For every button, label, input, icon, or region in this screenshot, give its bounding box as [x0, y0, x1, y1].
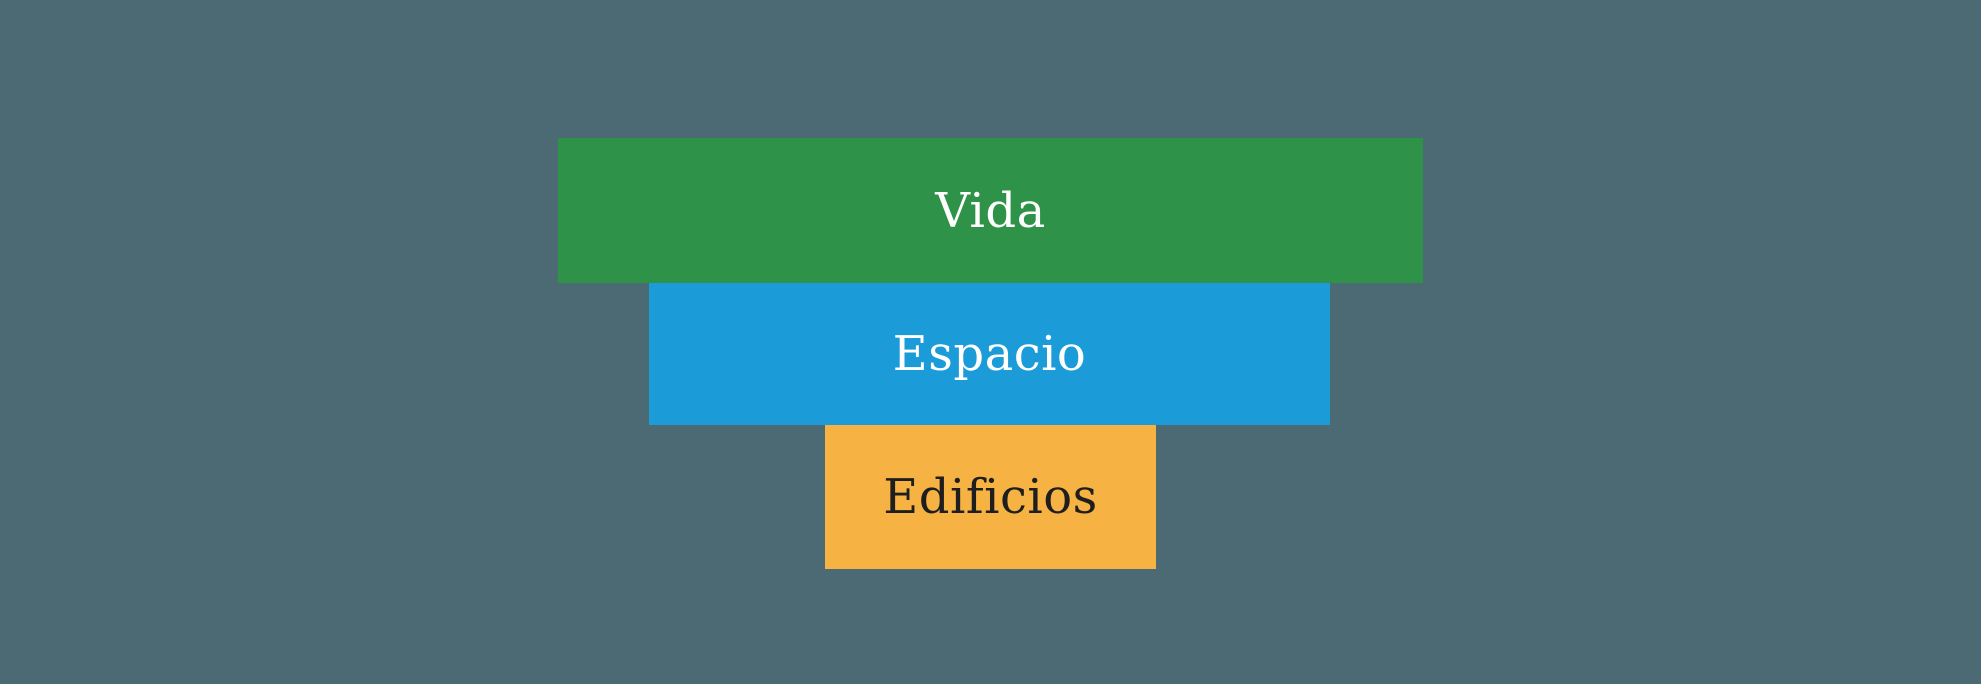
- pyramid-layer-edificios-label: Edificios: [883, 469, 1098, 525]
- pyramid-layer-espacio: Espacio: [649, 283, 1330, 425]
- pyramid-layer-vida-label: Vida: [935, 182, 1046, 239]
- pyramid-layer-vida: Vida: [558, 138, 1423, 283]
- pyramid-layer-edificios: Edificios: [825, 425, 1156, 569]
- pyramid-layer-espacio-label: Espacio: [892, 326, 1087, 382]
